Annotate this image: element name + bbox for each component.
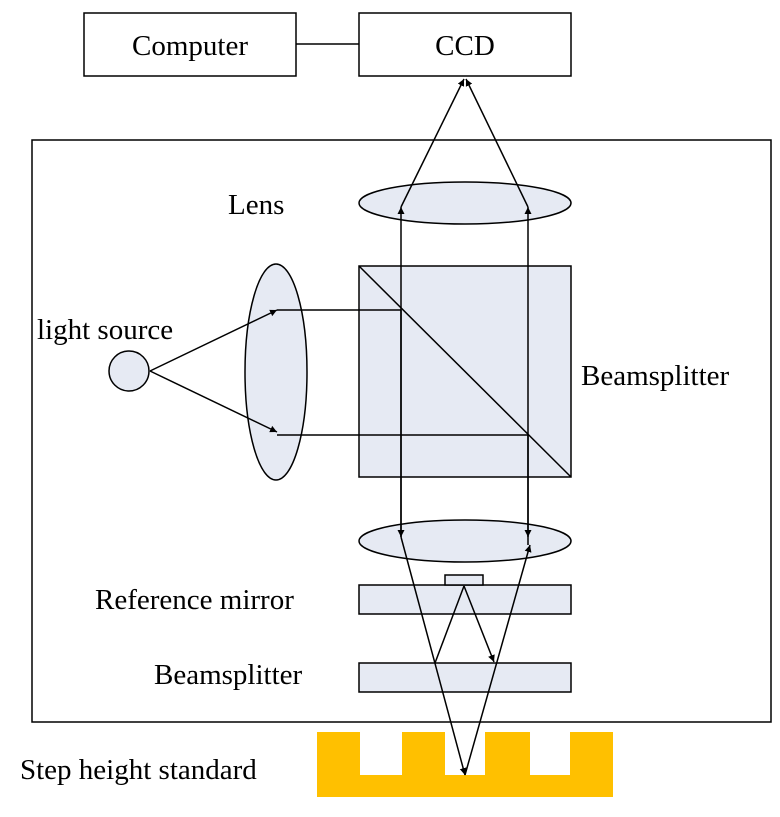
ray-source-lower (149, 370, 278, 433)
ccd-box (358, 12, 572, 77)
ray-to-sample (400, 536, 467, 776)
reference-mirror-label: Reference mirror (95, 584, 294, 616)
beamsplitter-cube-label: Beamsplitter (581, 360, 730, 392)
light-source (108, 350, 150, 392)
instrument-frame (31, 139, 772, 723)
step-height-standard (317, 732, 613, 797)
light-rays (149, 78, 532, 776)
ray-to-ccd-left (400, 78, 465, 208)
computer-box (83, 12, 297, 77)
lens-label: Lens (228, 189, 284, 221)
computer-label: Computer (132, 30, 248, 62)
objective-lens (358, 519, 572, 563)
top-lens (358, 181, 572, 225)
beamsplitter-plate (358, 662, 572, 693)
ray-source-upper (149, 309, 278, 372)
beamsplitter-plate-label: Beamsplitter (154, 659, 303, 691)
ray-to-reference (434, 585, 465, 664)
reference-mirror-spot (444, 574, 484, 586)
step-height-standard-label: Step height standard (20, 754, 257, 786)
light-source-label: light source (37, 314, 173, 346)
ray-to-ccd-right (465, 78, 529, 208)
beamsplitter-diagonal (358, 265, 572, 478)
ccd-label: CCD (435, 30, 495, 62)
ray-from-sample (464, 544, 532, 776)
collimating-lens (244, 263, 308, 481)
ray-from-reference (463, 585, 495, 663)
